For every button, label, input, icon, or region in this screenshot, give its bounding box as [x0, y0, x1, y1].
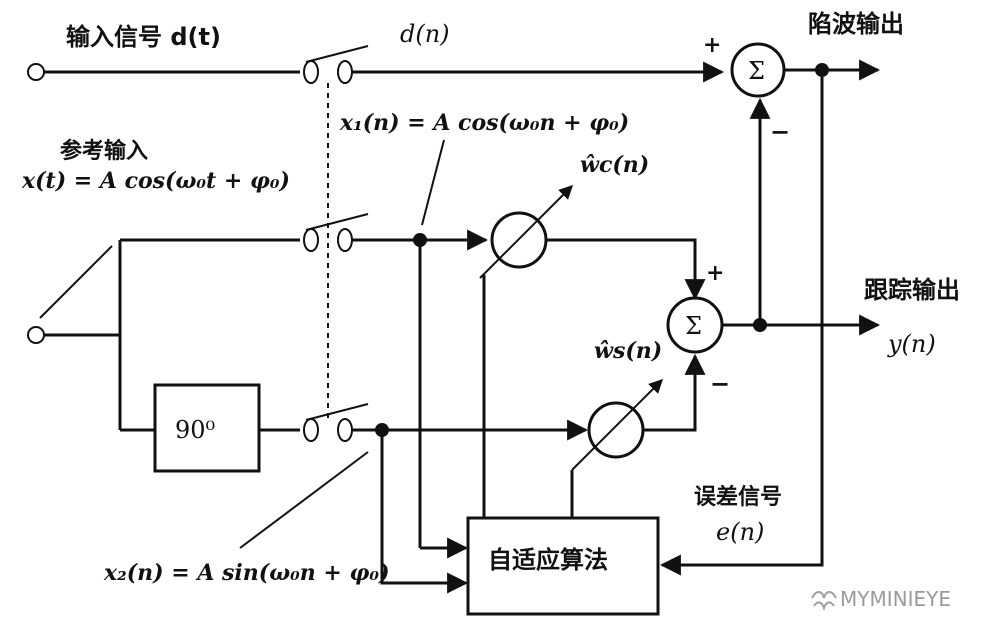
error-signal-label: 误差信号: [694, 484, 782, 510]
watermark-icon: [811, 591, 837, 612]
reference-input-label: 参考输入: [60, 138, 148, 164]
watermark-text: MYMINIEYE: [840, 587, 951, 611]
phase-shifter-label: 90⁰: [175, 416, 215, 444]
x2-formula: x₂(n) = A sin(ω₀n + φ₀): [103, 560, 389, 586]
top-sigma: Σ: [748, 57, 765, 85]
input-signal-label: 输入信号 d(t): [66, 23, 221, 51]
ws-weight: [587, 401, 645, 459]
adaptive-algorithm-box: [466, 516, 660, 616]
wc-adjust-arrow: [479, 185, 573, 279]
top-switch: [303, 45, 369, 84]
top-minus-sign: −: [770, 117, 790, 146]
ws-label: ŵs(n): [594, 338, 662, 364]
x1-leader: [421, 139, 445, 226]
input-terminal: [27, 63, 45, 81]
wc-to-summer: [546, 238, 706, 301]
ws-adjust-arrow: [571, 379, 663, 471]
tracking-output-label: 跟踪输出: [864, 276, 960, 304]
watermark: MYMINIEYE: [811, 587, 951, 612]
x1-formula: x₁(n) = A cos(ω₀n + φ₀): [339, 110, 629, 136]
mid-sigma: Σ: [685, 312, 702, 340]
mid-plus-sign: +: [706, 260, 724, 286]
phase-shifter-box: [153, 383, 261, 473]
tracking-output-node: [753, 318, 767, 332]
ws-to-summer: [643, 353, 706, 432]
top-plus-sign: +: [703, 32, 721, 58]
reference-terminal: [27, 326, 45, 344]
wc-label: ŵc(n): [580, 152, 649, 178]
notch-output-node: [815, 63, 829, 77]
mid-minus-sign: −: [710, 369, 730, 398]
notch-output-label: 陷波输出: [808, 10, 904, 38]
reference-formula: x(t) = A cos(ω₀t + φ₀): [21, 168, 290, 194]
d-n-label: d(n): [400, 20, 450, 48]
cos-switch: [303, 213, 369, 252]
adaptive-algorithm-label: 自适应算法: [488, 546, 608, 574]
e-n-label: e(n): [716, 518, 764, 546]
x2-to-algorithm: [380, 430, 469, 594]
x2-leader: [239, 451, 369, 549]
y-n-label: y(n): [887, 330, 936, 358]
sin-switch: [303, 403, 369, 442]
error-feedback-line: [659, 77, 824, 576]
reference-leader: [39, 245, 113, 319]
